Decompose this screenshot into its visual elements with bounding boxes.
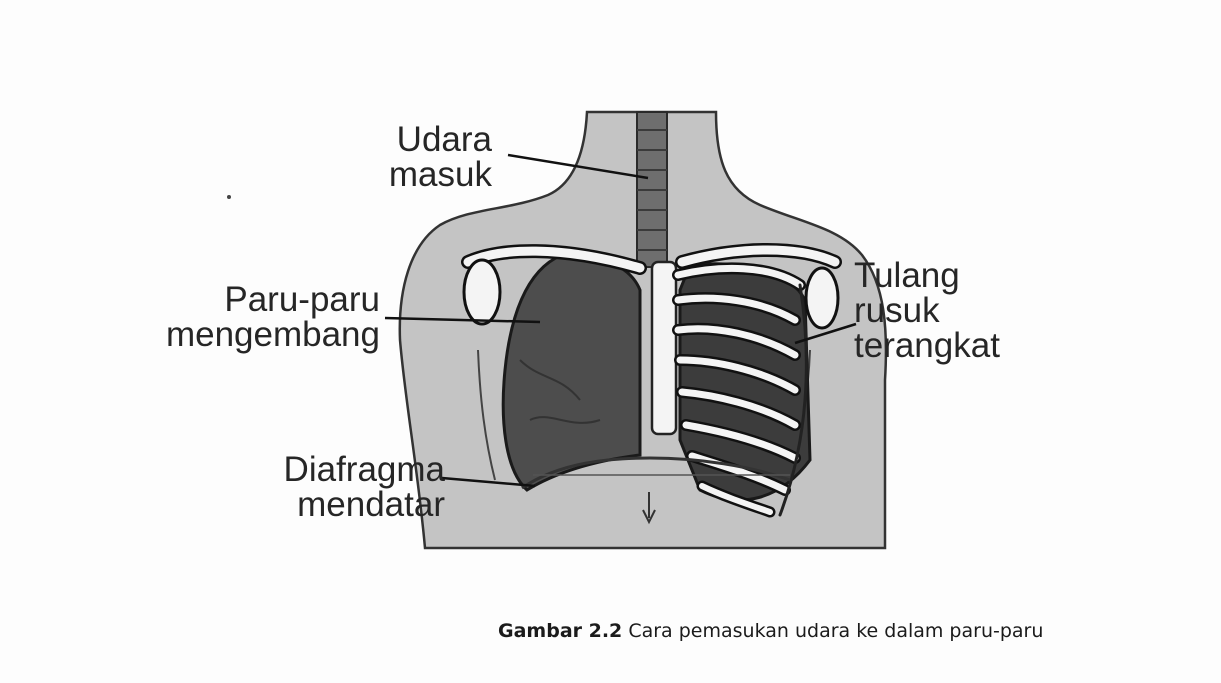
stray-dot — [227, 195, 231, 199]
caption-text: Cara pemasukan udara ke dalam paru-paru — [628, 620, 1043, 642]
caption-number: Gambar 2.2 — [498, 620, 622, 642]
label-lungs-line-1: Paru-paru — [105, 282, 380, 317]
label-diaphragm-line-2: mendatar — [240, 487, 445, 522]
sternum — [652, 262, 676, 434]
label-ribs-line-2: rusuk — [854, 293, 1000, 328]
label-air-in-line-2: masuk — [360, 157, 492, 192]
label-air-in: Udara masuk — [360, 122, 492, 192]
label-ribs-line-1: Tulang — [854, 258, 1000, 293]
trachea — [637, 112, 667, 267]
label-diaphragm: Diafragma mendatar — [240, 452, 445, 522]
label-diaphragm-line-1: Diafragma — [240, 452, 445, 487]
figure-caption: Gambar 2.2 Cara pemasukan udara ke dalam… — [498, 620, 1043, 642]
label-ribs: Tulang rusuk terangkat — [854, 258, 1000, 363]
label-air-in-line-1: Udara — [360, 122, 492, 157]
label-lungs-line-2: mengembang — [105, 317, 380, 352]
label-ribs-line-3: terangkat — [854, 328, 1000, 363]
label-lungs: Paru-paru mengembang — [105, 282, 380, 352]
